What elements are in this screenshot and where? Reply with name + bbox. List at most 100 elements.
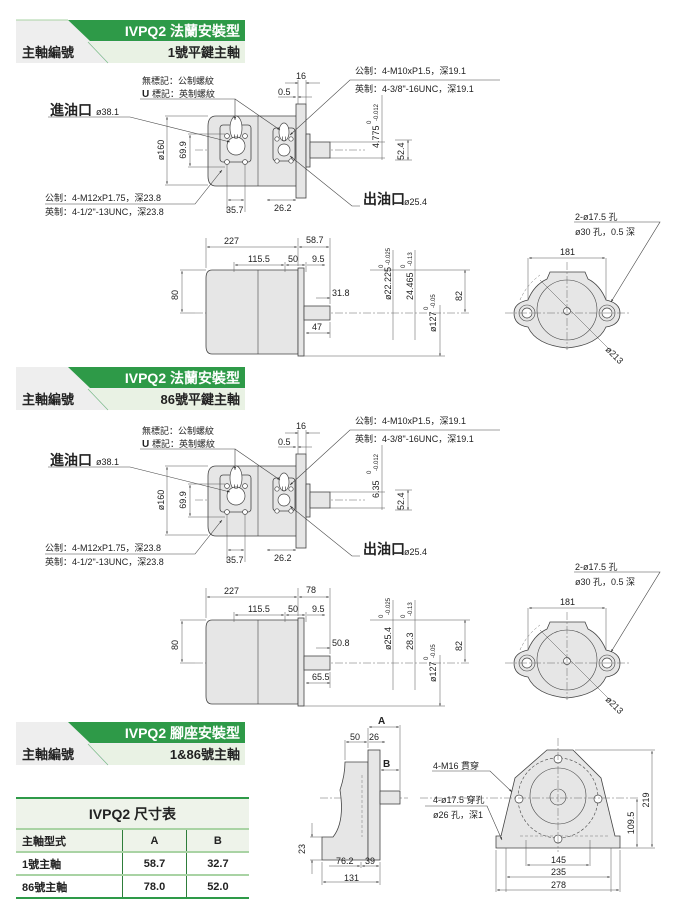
dim-shaft-length: 58.7 — [306, 235, 324, 245]
cell-shaft-type: 86號主軸 — [16, 875, 123, 899]
dim-50: 50 — [288, 604, 298, 614]
foot-mount-side-view: A 50 26 B 23 76.2 39 131 — [297, 716, 408, 885]
dim-39: 39 — [365, 856, 375, 866]
dim-0-5: 0.5 — [278, 87, 291, 97]
dim-16: 16 — [296, 71, 306, 81]
dim-B: B — [383, 759, 390, 770]
pump-top-view: U U — [45, 65, 500, 217]
dim-23: 23 — [297, 844, 307, 854]
mount-holes-note: 2-ø17.5 孔 — [575, 212, 618, 222]
dim-69-9: 69.9 — [178, 491, 188, 509]
pilot-tol-lower: -0.05 — [431, 294, 437, 308]
dim-shaft-length: 78 — [306, 585, 316, 595]
pilot-diameter: ø127 — [428, 661, 438, 682]
pilot-tol-upper: 0 — [424, 656, 430, 660]
pump-top-view: U U — [45, 415, 500, 567]
counterbore-note: ø30 孔，0.5 深 — [575, 227, 635, 237]
dim-26-2: 26.2 — [274, 203, 292, 213]
u-mark: U — [282, 137, 286, 143]
dim-82: 82 — [454, 291, 464, 301]
dim-shaft-body-length: 65.5 — [312, 672, 330, 682]
cell-b: 32.7 — [185, 852, 249, 876]
section-header-1: IVPQ2 法蘭安裝型 主軸編號 1號平鍵主軸 — [16, 19, 245, 64]
col-header-shaft-type: 主軸型式 — [16, 829, 123, 853]
inlet-label: 進油口 — [50, 102, 92, 118]
no-mark-note: 無標記：公制螺紋 — [142, 425, 214, 436]
mount-holes-note: 2-ø17.5 孔 — [575, 562, 618, 572]
dim-145: 145 — [551, 855, 566, 865]
foot-mount-front-view: 4-M16 貫穿 4-ø17.5 穿孔 ø26 孔，深1 145 235 278… — [420, 738, 655, 892]
pump-side-view: 227 78 115.5 50 9.5 80 50.8 65.5 ø25.4 0… — [170, 585, 470, 707]
shaft-code-value: 1號平鍵主軸 — [168, 45, 240, 60]
shaft-code-label: 主軸編號 — [22, 45, 74, 60]
shaft-tol-upper: 0 — [379, 264, 385, 268]
dim-35-7: 35.7 — [226, 205, 244, 215]
outlet-thread-metric: 公制：4-M10xP1.5，深19.1 — [355, 65, 466, 76]
dim-total-length: 227 — [224, 586, 239, 596]
u-mark: U — [234, 135, 238, 141]
table-header-row: 主軸型式 A B — [16, 829, 249, 853]
shaft-code-value: 1&86號主軸 — [170, 747, 240, 762]
u-mark-note: 標記：英制螺紋 — [152, 438, 215, 449]
key-height: 28.3 — [405, 632, 415, 650]
key-width-tol-lower: -0.012 — [374, 453, 380, 471]
pump-end-view: 2-ø17.5 孔 ø30 孔，0.5 深 181 ø213 — [505, 562, 661, 716]
inlet-thread-imperial: 英制：4-1/2"-13UNC，深23.8 — [45, 556, 164, 567]
dim-235: 235 — [551, 867, 566, 877]
shaft-code-label: 主軸編號 — [22, 392, 74, 407]
cell-a: 78.0 — [122, 875, 187, 899]
section-header-2: IVPQ2 法蘭安裝型 主軸編號 86號平鍵主軸 — [16, 367, 245, 411]
foot-counterbore-note: ø26 孔，深1 — [433, 810, 483, 820]
inlet-thread-imperial: 英制：4-1/2"-13UNC，深23.8 — [45, 206, 164, 217]
dim-26-2: 26.2 — [274, 553, 292, 563]
table-row: 86號主軸 78.0 52.0 — [16, 875, 249, 899]
dim-80: 80 — [170, 640, 180, 650]
cell-shaft-type: 1號主軸 — [16, 852, 123, 876]
dim-109-5: 109.5 — [626, 812, 636, 835]
dim-219: 219 — [641, 792, 651, 807]
key-height-tol-lower: -0.13 — [408, 602, 414, 616]
key-height: 24.465 — [405, 272, 415, 300]
dim-278: 278 — [551, 880, 566, 890]
u-mark: U — [282, 487, 286, 493]
dim-115-5: 115.5 — [248, 254, 270, 264]
no-mark-note: 無標記：公制螺紋 — [142, 75, 214, 86]
pump-end-view: 2-ø17.5 孔 ø30 孔，0.5 深 181 ø213 — [505, 212, 661, 366]
dim-16: 16 — [296, 421, 306, 431]
shaft-tol-lower: -0.025 — [386, 597, 392, 615]
outlet-label: 出油口 — [363, 191, 405, 207]
u-mark-note: 標記：英制螺紋 — [152, 88, 215, 99]
outlet-diameter: ø25.4 — [404, 197, 427, 207]
shaft-code-label: 主軸編號 — [22, 747, 74, 762]
shaft-tol-lower: -0.025 — [386, 247, 392, 265]
dim-key-length: 50.8 — [332, 638, 350, 648]
col-header-b: B — [185, 829, 249, 853]
pump-side-view: 227 58.7 115.5 50 9.5 80 31.8 47 ø22.225… — [170, 235, 470, 357]
dim-213: ø213 — [604, 344, 626, 366]
dim-160: ø160 — [156, 140, 166, 161]
outlet-thread-imperial: 英制：4-3/8"-16UNC，深19.1 — [355, 83, 474, 94]
u-mark-letter: U — [142, 439, 149, 450]
pilot-tol-lower: -0.05 — [431, 644, 437, 658]
cell-a: 58.7 — [122, 852, 187, 876]
dim-52-4: 52.4 — [396, 142, 406, 160]
dim-50: 50 — [350, 732, 360, 742]
dim-35-7: 35.7 — [226, 555, 244, 565]
cell-b: 52.0 — [185, 875, 249, 899]
dim-52-4: 52.4 — [396, 492, 406, 510]
key-width-tol-upper: 0 — [367, 120, 373, 124]
inlet-diameter: ø38.1 — [96, 107, 119, 117]
inlet-label: 進油口 — [50, 452, 92, 468]
dim-213: ø213 — [604, 694, 626, 716]
u-mark: U — [234, 485, 238, 491]
dim-69-9: 69.9 — [178, 141, 188, 159]
dim-0-5: 0.5 — [278, 437, 291, 447]
key-width: 4.775 — [371, 125, 381, 148]
inlet-thread-metric: 公制：4-M12xP1.75，深23.8 — [45, 192, 161, 203]
key-height-tol-upper: 0 — [401, 614, 407, 618]
pilot-tol-upper: 0 — [424, 306, 430, 310]
col-header-a: A — [122, 829, 187, 853]
dim-181: 181 — [560, 247, 575, 257]
section-header-3: IVPQ2 腳座安裝型 主軸編號 1&86號主軸 — [16, 722, 245, 766]
